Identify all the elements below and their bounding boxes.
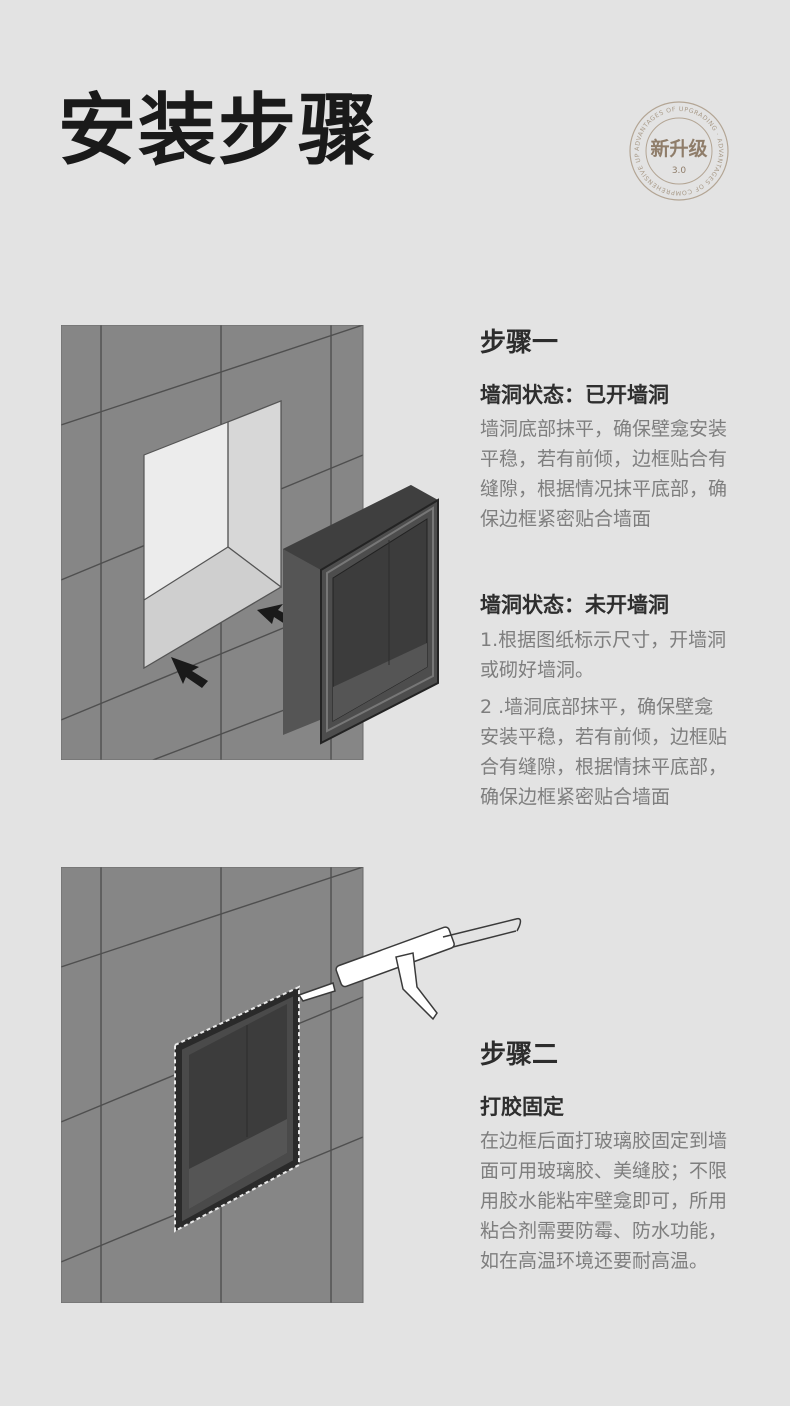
badge-main-text: 新升级 bbox=[650, 137, 707, 160]
step2-text: 在边框后面打玻璃胶固定到墙面可用玻璃胶、美缝胶；不限用胶水能粘牢壁龛即可，所用粘… bbox=[480, 1130, 728, 1272]
upgrade-badge: ADVANTAGES OF UPGRADING · ADVANTAGES OF … bbox=[628, 100, 730, 202]
wall-opening bbox=[143, 400, 283, 670]
step1-open-label: 墙洞状态：已开墙洞 bbox=[480, 383, 669, 407]
step2-label: 打胶固定 bbox=[480, 1095, 564, 1119]
step2-heading: 步骤二 bbox=[480, 1040, 559, 1070]
caulk-gun-icon bbox=[297, 917, 522, 1021]
step1-closed-label: 墙洞状态：未开墙洞 bbox=[480, 593, 669, 617]
step1-closed-item1: 1.根据图纸标示尺寸，开墙洞或砌好墙洞。 bbox=[480, 629, 727, 681]
niche-frame bbox=[174, 985, 300, 1233]
step1-open-text: 墙洞底部抹平，确保壁龛安装平稳，若有前倾，边框贴合有缝隙，根据情况抹平底部，确保… bbox=[480, 418, 728, 530]
step1-heading: 步骤一 bbox=[480, 328, 559, 358]
step1-closed-item2: 2 .墙洞底部抹平，确保壁龛安装平稳，若有前倾，边框贴合有缝隙，根据情抹平底部，… bbox=[480, 696, 728, 808]
step2-illustration bbox=[61, 867, 522, 1303]
niche-box bbox=[283, 485, 439, 745]
badge-version: 3.0 bbox=[672, 166, 687, 176]
step1-illustration bbox=[61, 325, 439, 760]
page-title: 安装步骤 bbox=[58, 86, 379, 176]
